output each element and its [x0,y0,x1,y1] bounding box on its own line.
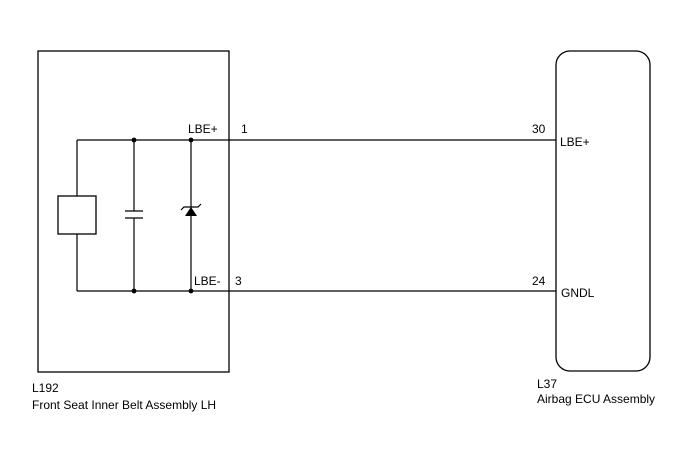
junction-dot [188,137,194,143]
zener-diode-bar [180,203,202,211]
left-component-name: Front Seat Inner Belt Assembly LH [32,398,216,412]
left-terminal-pin-1: 1 [241,122,248,136]
right-terminal-pin-1: 30 [532,122,546,136]
junction-dot [131,137,137,143]
left-terminal-pin-2: 3 [235,274,242,288]
junction-dot [131,288,137,294]
zener-diode-triangle [185,207,197,216]
right-terminal-label-1: LBE+ [560,135,590,149]
left-terminal-label-2: LBE- [194,274,221,288]
junction-dot [188,288,194,294]
right-component-name: Airbag ECU Assembly [537,392,655,406]
right-component-code: L37 [537,377,557,391]
left-internal-circuit [57,137,229,294]
left-component-code: L192 [32,381,59,395]
sensor-element [57,195,97,235]
right-terminal-pin-2: 24 [532,274,546,288]
right-component-box [555,50,651,372]
left-component-box [37,50,230,373]
left-terminal-label-1: LBE+ [188,122,218,136]
right-terminal-label-2: GNDL [561,286,595,300]
